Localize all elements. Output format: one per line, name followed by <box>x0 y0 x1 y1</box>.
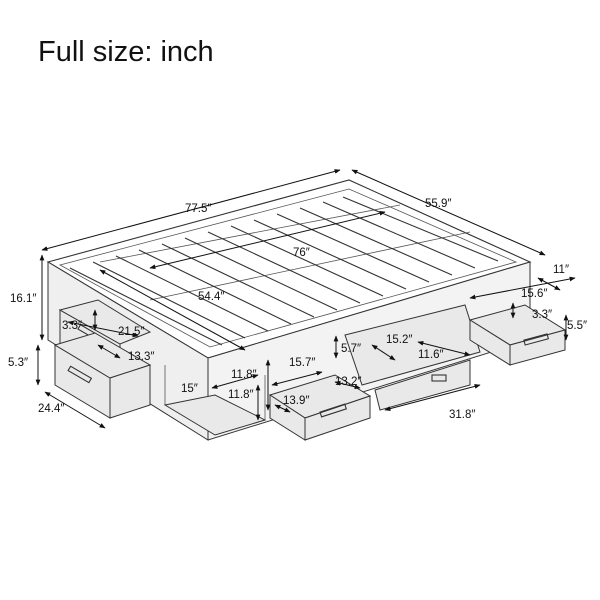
label-slot-height: 5.7″ <box>341 343 361 355</box>
dimension-labels: 77.5″ 55.9″ 76″ 54.4″ 16.1″ 21.5″ 3.3″ 1… <box>8 198 587 421</box>
right-drawer <box>468 304 567 366</box>
label-overall-length: 77.5″ <box>185 203 211 215</box>
front-compartment <box>163 365 267 436</box>
diagram-title: Full size: inch <box>38 36 214 68</box>
label-center-depth: 15.2″ <box>386 334 412 346</box>
label-foot-depth: 15″ <box>181 383 198 395</box>
label-height: 16.1″ <box>10 293 36 305</box>
label-inner-length: 76″ <box>293 247 310 259</box>
label-slat-area: 54.4″ <box>198 291 224 303</box>
label-right-drawer-height: 5.5″ <box>567 320 587 332</box>
label-right-drawer-offset: 11″ <box>553 264 569 276</box>
label-overall-width: 55.9″ <box>425 198 451 210</box>
label-hinge-span: 11.6″ <box>418 349 444 361</box>
label-right-drawer-width: 15.6″ <box>521 288 547 300</box>
label-front-drawer-depth: 13.9″ <box>283 395 309 407</box>
label-drawer-height-left: 5.3″ <box>8 357 28 369</box>
label-front-compartment-width: 15.7″ <box>289 357 315 369</box>
label-side-drawer-height-small: 3.3″ <box>62 320 82 332</box>
label-compartment-height-a: 11.8″ <box>231 369 257 381</box>
label-right-drawer-height-small: 3.3″ <box>532 309 552 321</box>
label-drawer-length-left: 24.4″ <box>38 403 64 415</box>
label-storage-length: 31.8″ <box>449 409 475 421</box>
label-compartment-height-b: 11.8″ <box>228 389 254 401</box>
label-front-drawer-width: 13.2″ <box>335 376 361 388</box>
label-side-drawer-width: 13.3″ <box>128 351 154 363</box>
dimension-lines <box>35 169 576 429</box>
label-side-drawer-depth: 21.5″ <box>118 326 144 338</box>
